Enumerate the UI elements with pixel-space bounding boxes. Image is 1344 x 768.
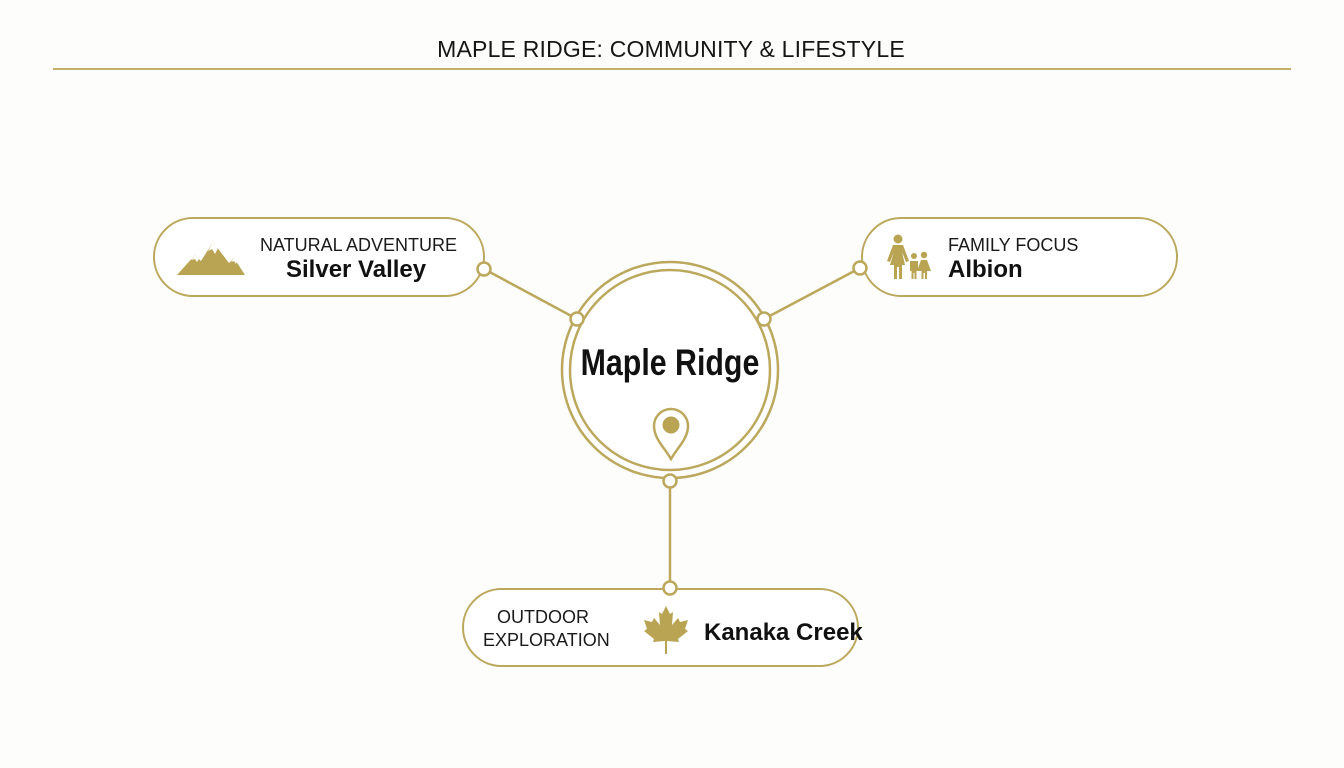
connector-silver-valley — [483, 267, 578, 321]
node-silver-valley[interactable]: NATURAL ADVENTURE Silver Valley — [153, 217, 485, 297]
category-label: NATURAL ADVENTURE — [260, 235, 458, 255]
place-name: Albion — [948, 256, 1023, 283]
category-label: OUTDOOR EXPLORATION — [483, 606, 610, 652]
place-name: Kanaka Creek — [704, 619, 863, 646]
family-icon — [887, 234, 931, 279]
place-name: Silver Valley — [286, 256, 427, 283]
node-albion[interactable]: FAMILY FOCUS Albion — [861, 217, 1178, 297]
category-line-1: OUTDOOR — [497, 607, 589, 627]
maple-leaf-icon — [644, 606, 688, 654]
center-node-label: Maple Ridge — [580, 342, 760, 383]
node-kanaka-creek[interactable]: OUTDOOR EXPLORATION Kanaka Creek — [462, 588, 863, 667]
page-title: MAPLE RIDGE: COMMUNITY & LIFESTYLE — [437, 36, 905, 62]
category-label: FAMILY FOCUS — [948, 235, 1079, 255]
category-line-2: EXPLORATION — [483, 630, 610, 650]
connector-albion — [763, 266, 861, 321]
center-inner-ring — [568, 268, 772, 472]
location-pin-icon — [652, 407, 690, 462]
mountain-icon — [177, 242, 245, 275]
title-divider — [53, 68, 1291, 70]
